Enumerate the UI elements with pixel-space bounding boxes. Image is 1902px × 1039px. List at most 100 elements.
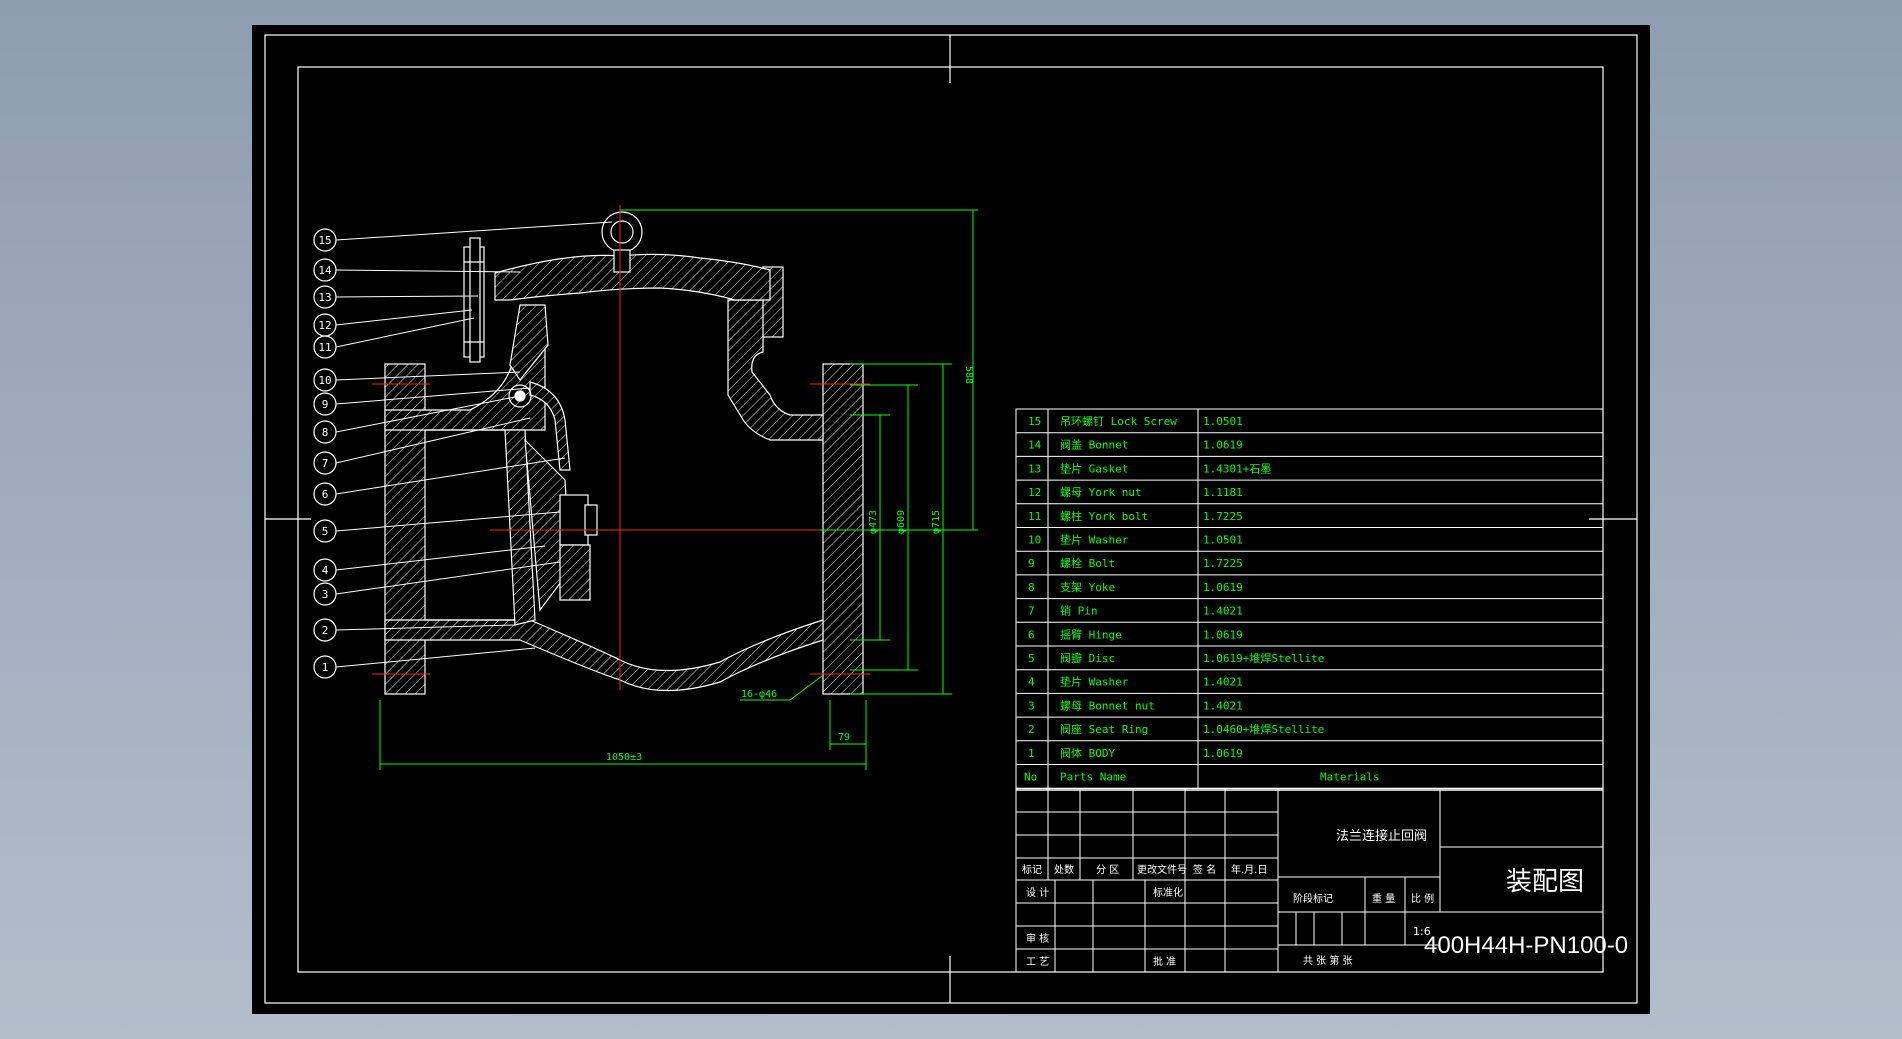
balloon-circle: [313, 482, 337, 506]
centerlines: [372, 205, 870, 690]
dimension-texts: 1050±3 79 16-φ46 588 φ473 φ609 φ715: [606, 366, 974, 763]
leader-line: [335, 269, 521, 273]
part-name: 阀盖 Bonnet: [1060, 438, 1128, 452]
part-name: 阀瓣 Disc: [1060, 651, 1115, 665]
balloon-label: 7: [322, 457, 329, 470]
balloon-label: 13: [318, 291, 331, 304]
part-material: 1.0619: [1203, 628, 1243, 641]
balloon-label: 3: [322, 588, 329, 601]
balloon-label: 6: [322, 488, 329, 501]
part-material: 1.0619: [1203, 439, 1243, 452]
leader-lines: [335, 221, 613, 668]
balloon-circle: [313, 228, 337, 252]
valve-section: [384, 211, 864, 695]
balloon-label: 8: [322, 426, 329, 439]
part-number: 7: [1028, 605, 1035, 618]
drawing-number: 400H44H-PN100-0: [1424, 932, 1628, 959]
part-number: 13: [1028, 462, 1041, 475]
balloon-circle: [313, 335, 337, 359]
balloon-label: 15: [318, 234, 331, 247]
part-number: 9: [1028, 557, 1035, 570]
part-name: 螺柱 York bolt: [1060, 509, 1148, 523]
balloon-circle: [313, 519, 337, 543]
balloon-label: 12: [318, 319, 331, 332]
part-material: 1.4301+石墨: [1203, 462, 1271, 475]
balloon-circle: [313, 451, 337, 475]
balloon-circle: [313, 558, 337, 582]
part-number: 6: [1028, 628, 1035, 641]
balloon-label: 9: [322, 398, 329, 411]
part-name: 垫片 Gasket: [1060, 461, 1128, 475]
part-name: 吊环螺钉 Lock Screw: [1060, 415, 1177, 428]
label-standardize: 标准化: [1153, 886, 1183, 899]
part-material: 1.7225: [1203, 510, 1243, 523]
leader-line: [335, 371, 521, 381]
leader-line: [335, 417, 531, 464]
drawing-area: [252, 25, 1650, 1014]
label-sheets: 共 张 第 张: [1303, 954, 1353, 967]
part-material: 1.1181: [1203, 486, 1243, 499]
dim-height: 588: [963, 366, 974, 384]
rev-header-sign: 签 名: [1193, 863, 1216, 876]
rev-header-mark: 标记: [1022, 864, 1042, 876]
part-material: 1.0619+堆焊Stellite: [1203, 651, 1324, 665]
part-number: 8: [1028, 581, 1035, 594]
balloon-label: 4: [322, 564, 329, 577]
part-material: 1.0619: [1203, 581, 1243, 594]
balloon-circle: [313, 420, 337, 444]
part-material: 1.7225: [1203, 557, 1243, 570]
rev-header-doc: 更改文件号: [1137, 863, 1187, 876]
sheet-title: 装配图: [1506, 867, 1584, 897]
part-material: 1.4021: [1203, 676, 1243, 689]
part-number: 10: [1028, 534, 1041, 547]
part-name: 支架 Yoke: [1060, 581, 1115, 594]
leader-line: [335, 309, 473, 326]
balloon-circle: [313, 655, 337, 679]
balloon-label: 14: [318, 264, 332, 277]
leader-line: [335, 317, 475, 348]
dim-overall-length: 1050±3: [606, 752, 642, 763]
label-review: 审 核: [1026, 932, 1049, 945]
part-material: 1.4021: [1203, 605, 1243, 618]
balloon-circle: [313, 582, 337, 606]
balloon-circle: [313, 368, 337, 392]
leader-line: [335, 387, 531, 405]
dim-d2: φ609: [896, 510, 907, 534]
label-weight: 重 量: [1372, 892, 1395, 905]
leader-line: [335, 395, 521, 433]
part-material: 1.0619: [1203, 747, 1243, 760]
leader-line: [335, 295, 479, 298]
dim-bolt-holes: 16-φ46: [741, 689, 777, 700]
leader-line: [335, 647, 536, 668]
part-name: 螺母 Bonnet nut: [1060, 699, 1155, 712]
label-stage-mark: 阶段标记: [1293, 892, 1333, 905]
balloon-circle: [313, 392, 337, 416]
part-number: 12: [1028, 486, 1041, 499]
balloon-circle: [313, 258, 337, 282]
rev-header-date: 年.月.日: [1231, 863, 1267, 876]
balloon-label: 11: [318, 341, 331, 354]
balloon-label: 10: [318, 374, 331, 387]
header-parts-name: Parts Name: [1060, 771, 1126, 784]
leader-line: [335, 624, 516, 631]
part-name: 销 Pin: [1060, 604, 1098, 618]
header-materials: Materials: [1320, 771, 1380, 784]
rev-header-count: 处数: [1054, 863, 1074, 876]
part-name: 阀体 BODY: [1060, 746, 1115, 760]
dim-d3: φ715: [931, 510, 942, 534]
label-approve: 批 准: [1153, 955, 1176, 968]
dim-d1: φ473: [868, 510, 879, 534]
part-material: 1.0460+堆焊Stellite: [1203, 722, 1324, 736]
part-material: 1.0501: [1203, 534, 1243, 547]
part-number: 15: [1028, 415, 1041, 428]
rev-header-zone: 分 区: [1096, 864, 1119, 876]
balloon-circle: [313, 285, 337, 309]
part-material: 1.4021: [1203, 699, 1243, 712]
part-name: 螺栓 Bolt: [1060, 556, 1115, 570]
part-number: 1: [1028, 747, 1035, 760]
label-scale: 比 例: [1411, 892, 1434, 905]
part-number: 11: [1028, 510, 1041, 523]
part-name: 垫片 Washer: [1060, 675, 1129, 689]
